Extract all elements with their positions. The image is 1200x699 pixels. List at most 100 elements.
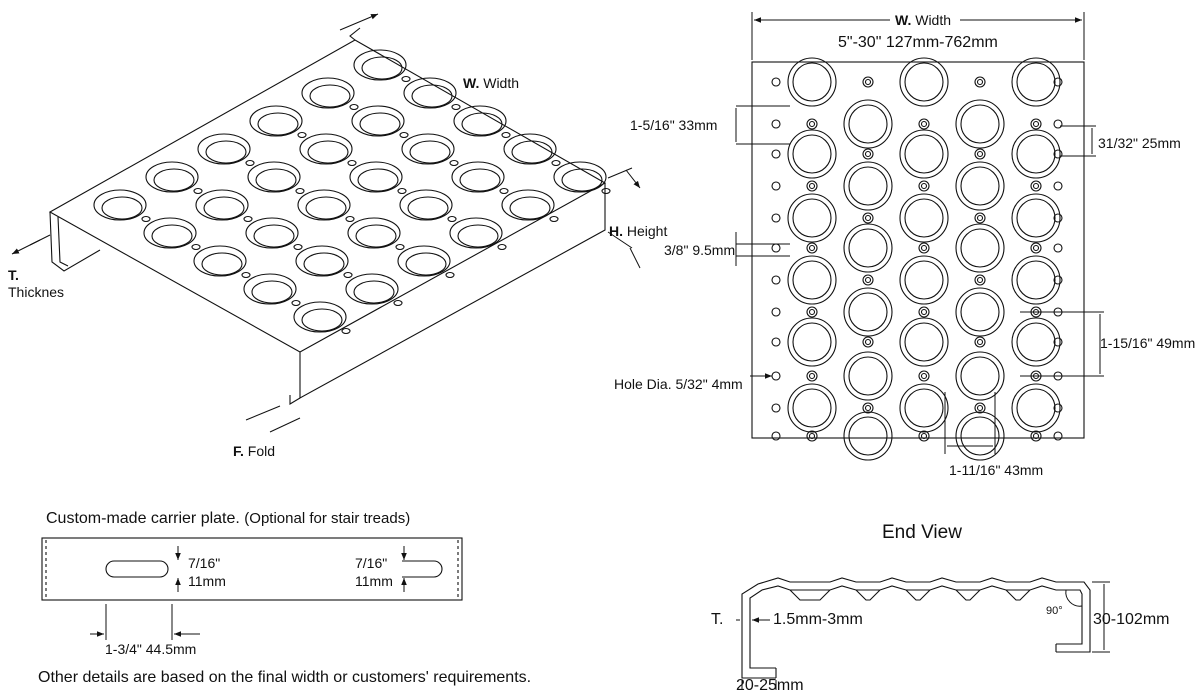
end-slot-label-2: 11mm	[355, 573, 393, 589]
large-hole-inner	[848, 104, 888, 144]
small-hole-inner	[976, 338, 984, 346]
large-hole	[1011, 317, 1061, 367]
iso-small-hole	[601, 187, 611, 195]
iso-small-hole	[449, 159, 459, 167]
small-hole	[806, 306, 818, 318]
small-hole	[974, 274, 986, 286]
iso-large-hole-inner	[301, 308, 343, 332]
large-hole	[787, 317, 837, 367]
iso-large-hole	[195, 189, 249, 221]
edge-hole	[771, 403, 781, 413]
large-hole-inner	[904, 198, 944, 238]
large-hole-inner	[792, 134, 832, 174]
small-hole	[1030, 180, 1042, 192]
iso-large-hole-inner	[305, 196, 347, 220]
small-hole	[862, 212, 874, 224]
small-hole	[918, 306, 930, 318]
large-hole-inner	[792, 322, 832, 362]
top-width-label: W. Width	[895, 12, 952, 28]
iso-large-hole	[247, 161, 301, 193]
iso-small-hole	[501, 131, 511, 139]
small-hole	[1030, 242, 1042, 254]
large-hole-inner	[792, 260, 832, 300]
iso-small-hole	[397, 187, 407, 195]
iso-large-hole	[249, 105, 303, 137]
edge-hole	[771, 181, 781, 191]
iso-width-label: W. Width	[463, 75, 520, 91]
edge-hole	[771, 149, 781, 159]
iso-large-hole	[451, 161, 505, 193]
iso-large-hole	[93, 189, 147, 221]
edge-hole	[1053, 213, 1063, 223]
small-hole	[862, 76, 874, 88]
large-hole	[955, 411, 1005, 461]
small-hole	[862, 336, 874, 348]
dim-small-hole: Hole Dia. 5/32" 4mm	[614, 376, 743, 392]
slot-width-label-2: 11mm	[188, 573, 226, 589]
large-hole-inner	[904, 388, 944, 428]
iso-small-hole	[193, 187, 203, 195]
iso-large-hole-inner	[255, 168, 297, 192]
large-hole-inner	[960, 104, 1000, 144]
large-hole	[955, 223, 1005, 273]
iso-large-hole-inner	[307, 140, 349, 164]
large-hole	[787, 383, 837, 433]
large-hole	[843, 161, 893, 211]
large-hole	[899, 129, 949, 179]
iso-large-hole	[349, 161, 403, 193]
end-thickness-letter: T.	[711, 611, 724, 628]
large-hole-inner	[960, 416, 1000, 456]
small-hole	[806, 430, 818, 442]
iso-small-hole	[499, 187, 509, 195]
large-hole	[843, 351, 893, 401]
small-hole-inner	[808, 308, 816, 316]
small-hole-inner	[976, 404, 984, 412]
small-hole	[862, 274, 874, 286]
end-slot-label-1: 7/16"	[355, 555, 388, 571]
iso-large-hole-inner	[561, 168, 603, 192]
small-hole-inner	[920, 432, 928, 440]
large-hole-inner	[1016, 322, 1056, 362]
end-thickness-range: 1.5mm-3mm	[773, 611, 863, 628]
slot-width-label-1: 7/16"	[188, 555, 221, 571]
large-hole-inner	[1016, 134, 1056, 174]
edge-hole	[1053, 403, 1063, 413]
small-hole-inner	[864, 78, 872, 86]
edge-hole	[1053, 77, 1063, 87]
end-fold-range: 20-25mm	[736, 677, 804, 694]
carrier-dimensions	[90, 546, 407, 640]
iso-large-hole	[353, 49, 407, 81]
iso-large-hole	[301, 77, 355, 109]
small-hole-inner	[976, 276, 984, 284]
edge-hole	[1053, 181, 1063, 191]
iso-large-hole	[399, 189, 453, 221]
iso-small-hole	[551, 159, 561, 167]
iso-large-hole-inner	[457, 224, 499, 248]
iso-large-hole-inner	[409, 140, 451, 164]
end-view-dimensions	[736, 581, 1110, 690]
isometric-plank	[48, 27, 611, 405]
small-hole-inner	[920, 244, 928, 252]
small-hole	[862, 402, 874, 414]
large-hole-inner	[904, 322, 944, 362]
iso-small-hole	[451, 103, 461, 111]
iso-small-hole	[347, 159, 357, 167]
end-height-range: 30-102mm	[1093, 611, 1170, 628]
small-hole-inner	[864, 150, 872, 158]
small-hole-inner	[864, 214, 872, 222]
small-hole	[1030, 118, 1042, 130]
small-hole-inner	[920, 182, 928, 190]
iso-small-hole	[445, 271, 455, 279]
large-hole	[1011, 57, 1061, 107]
iso-large-hole	[197, 133, 251, 165]
small-hole-inner	[864, 276, 872, 284]
iso-small-hole	[399, 131, 409, 139]
iso-large-hole-inner	[461, 112, 503, 136]
small-hole	[974, 148, 986, 160]
iso-large-hole-inner	[251, 280, 293, 304]
small-hole	[918, 118, 930, 130]
large-hole	[843, 99, 893, 149]
large-hole	[787, 255, 837, 305]
small-hole-inner	[864, 338, 872, 346]
